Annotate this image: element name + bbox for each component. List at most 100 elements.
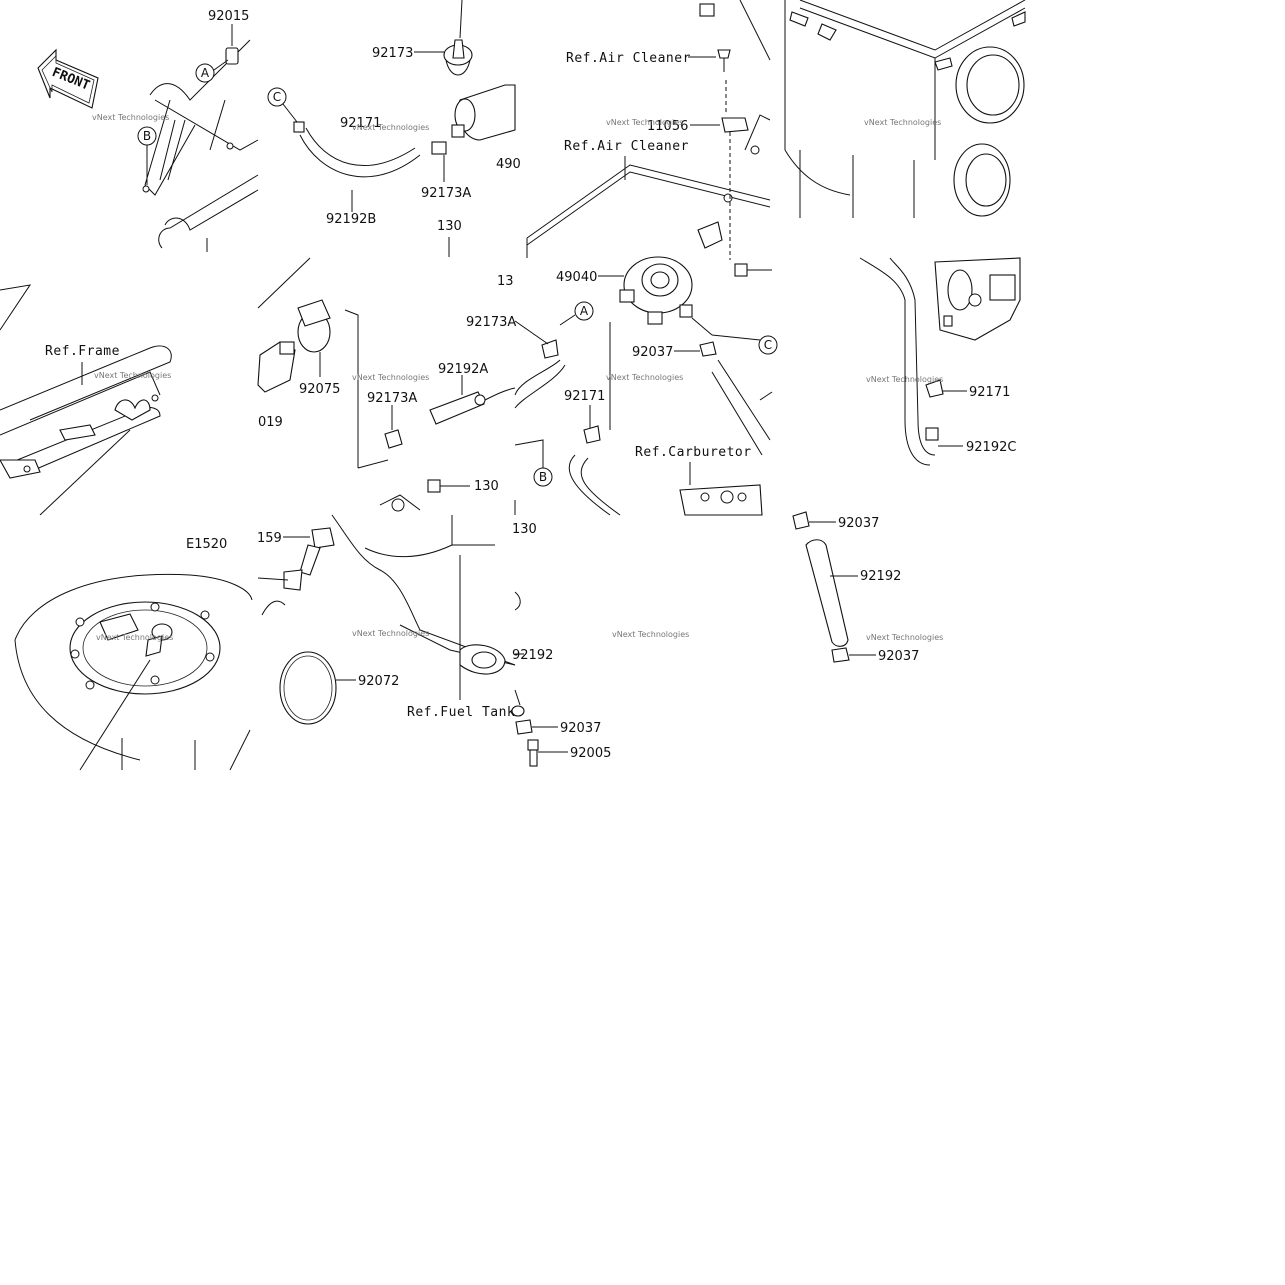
sheet-code: E1520 [186, 537, 227, 552]
callout-a-2: A [559, 301, 594, 326]
part-11056: 11056 [647, 80, 749, 260]
part-92192-center: 92192 [511, 648, 553, 717]
fuel-tank-top [14, 573, 253, 771]
part-label: 130 [512, 522, 537, 537]
part-label: 92171 [564, 389, 605, 404]
watermark: vNext Technologies [606, 373, 683, 382]
part-label: 92037 [560, 721, 601, 736]
part-label: 92192C [966, 440, 1016, 455]
part-label: 92173A [466, 315, 516, 330]
part-label: 92192B [326, 212, 376, 227]
part-label: 92171 [969, 385, 1010, 400]
ref-air-cleaner-2: Ref.Air Cleaner [564, 139, 689, 180]
part-92037-center: 92037 [515, 719, 601, 736]
part-label: 159 [257, 531, 282, 546]
part-label: 92173 [372, 46, 413, 61]
part-130-low: 130 [512, 500, 537, 611]
watermark: vNext Technologies [94, 371, 171, 380]
watermark: vNext Technologies [352, 629, 429, 638]
part-label: 49040 [556, 270, 597, 285]
callout-label: C [273, 90, 281, 104]
callout-b-2: B [514, 439, 553, 487]
watermark: vNext Technologies [92, 113, 169, 122]
filter-mid: 019 [257, 257, 311, 430]
callout-a: A [195, 59, 229, 83]
part-label: 92173A [421, 186, 471, 201]
ref-label: Ref.Air Cleaner [564, 139, 689, 154]
part-label: 019 [258, 415, 283, 430]
callout-label: A [580, 304, 589, 318]
hose-lower [568, 454, 621, 516]
part-92192-right: 92192 [805, 539, 901, 647]
part-92173a-left: 92173A [367, 391, 417, 449]
watermark: vNext Technologies [606, 118, 683, 127]
ref-label: Ref.Fuel Tank [407, 705, 515, 720]
air-cleaner-box [526, 0, 771, 258]
watermark: vNext Technologies [96, 633, 173, 642]
watermark: vNext Technologies [352, 123, 429, 132]
part-label: 92005 [570, 746, 611, 761]
part-label: 92037 [838, 516, 879, 531]
part-92075: 92075 [297, 299, 340, 397]
callout-b: B [137, 126, 157, 185]
part-label: 92015 [208, 9, 249, 24]
fuel-pump-49040: 49040 [556, 256, 693, 325]
ref-label: Ref.Frame [45, 344, 120, 359]
ref-frame: Ref.Frame [45, 344, 120, 385]
callout-label: B [539, 470, 547, 484]
part-label: 130 [474, 479, 499, 494]
carburetor-right [859, 257, 1021, 466]
hose-92192a: 92192A [344, 309, 516, 469]
watermark: vNext Technologies [612, 630, 689, 639]
air-cleaner-housing [784, 0, 1026, 218]
hose-right [711, 359, 773, 456]
bracket-assembly [142, 39, 259, 252]
callout-c: C [267, 87, 298, 123]
part-label: 92075 [299, 382, 340, 397]
ref-fuel-tank: Ref.Fuel Tank [407, 705, 515, 720]
part-92173a-mid: 92173A [466, 315, 566, 409]
part-label: 92173A [367, 391, 417, 406]
fuel-filter: 490 [451, 84, 521, 172]
ref-carburetor: Ref.Carburetor [635, 445, 763, 516]
part-label: 92192A [438, 362, 488, 377]
ref-air-cleaner-1: Ref.Air Cleaner [566, 49, 731, 72]
part-92015: 92015 [208, 9, 249, 65]
part-159: 159 [257, 527, 335, 616]
part-92173: 92173 [372, 0, 473, 76]
callout-c-2: C [758, 335, 778, 355]
part-label: 92037 [878, 649, 919, 664]
part-92005: 92005 [527, 739, 611, 767]
watermark: vNext Technologies [866, 633, 943, 642]
ref-label: Ref.Carburetor [635, 445, 752, 460]
part-92072: 92072 [279, 651, 399, 725]
part-label: 130 [437, 219, 462, 234]
part-92171-right: 92171 [925, 379, 1010, 400]
part-92171-mid: 92171 [564, 322, 611, 444]
part-92173a-top: 92173A [421, 155, 471, 201]
fuel-tank-side [331, 494, 516, 700]
part-label: 92171 [340, 116, 381, 131]
watermark: vNext Technologies [864, 118, 941, 127]
part-92037-right-bottom: 92037 [831, 647, 919, 664]
part-label: 11056 [647, 119, 688, 134]
callout-label: B [143, 129, 151, 143]
watermark: vNext Technologies [866, 375, 943, 384]
ref-label: Ref.Air Cleaner [566, 51, 691, 66]
part-92037-mid: 92037 [632, 341, 717, 360]
part-label: 13 [497, 274, 514, 289]
front-arrow-icon: FRONT [37, 48, 99, 109]
watermark: vNext Technologies [352, 373, 429, 382]
hose-92192b: 92192B [293, 121, 447, 227]
bolt-right [691, 263, 772, 341]
part-label: 92037 [632, 345, 673, 360]
callout-label: C [764, 338, 772, 352]
part-92192c: 92192C [925, 427, 1016, 455]
part-label: 92192 [860, 569, 901, 584]
callout-label: A [201, 66, 210, 80]
part-92037-right-top: 92037 [792, 511, 879, 531]
part-130-mid: 130 [427, 479, 499, 494]
part-label: 92192 [512, 648, 553, 663]
part-label: 92072 [358, 674, 399, 689]
